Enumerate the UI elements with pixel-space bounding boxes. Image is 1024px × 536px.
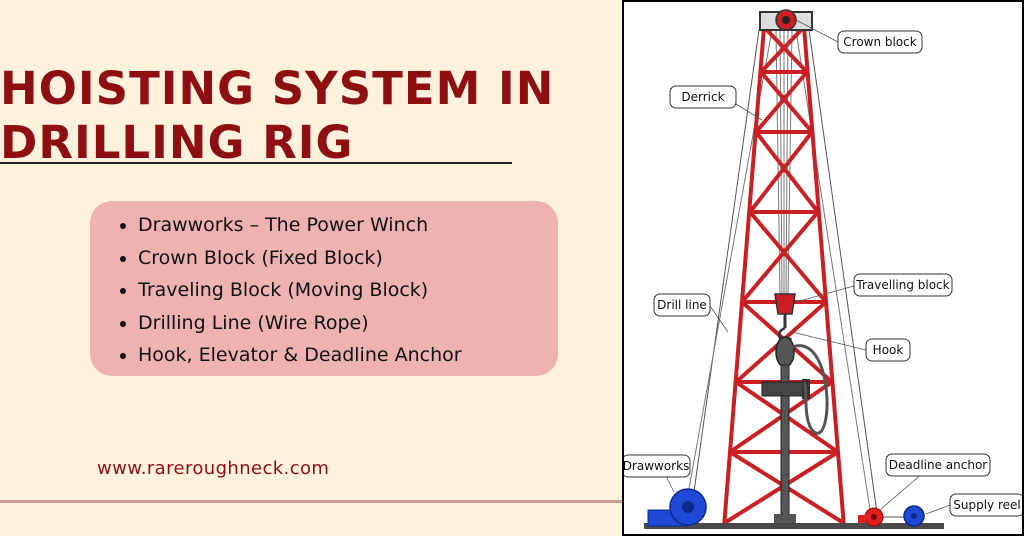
label-travelling-block: Travelling block — [853, 273, 953, 297]
svg-text:Drill line: Drill line — [657, 298, 707, 312]
rig-diagram: Crown block Derrick Travelling block Dri… — [622, 0, 1024, 536]
label-supply-reel: Supply reel — [949, 493, 1022, 517]
components-list-box: Drawworks – The Power Winch Crown Block … — [90, 201, 558, 376]
guy-lines — [688, 29, 880, 528]
svg-text:Travelling block: Travelling block — [855, 278, 949, 292]
svg-text:Derrick: Derrick — [681, 90, 724, 104]
title-underline — [0, 162, 512, 164]
svg-text:Deadline anchor: Deadline anchor — [889, 458, 988, 472]
website-link[interactable]: www.rareroughneck.com — [97, 458, 330, 479]
list-item: Traveling Block (Moving Block) — [138, 274, 558, 307]
label-drawworks: Drawworks — [624, 454, 691, 478]
page-title: HOISTING SYSTEM IN DRILLING RIG — [0, 62, 554, 170]
svg-text:Supply reel: Supply reel — [953, 498, 1020, 512]
list-item: Drawworks – The Power Winch — [138, 209, 558, 242]
rig-floor — [644, 514, 944, 529]
leader-lines — [663, 19, 951, 515]
travelling-block — [774, 293, 796, 328]
label-crown-block: Crown block — [837, 30, 923, 54]
label-drill-line: Drill line — [653, 293, 711, 317]
list-item: Hook, Elevator & Deadline Anchor — [138, 339, 558, 372]
label-deadline-anchor: Deadline anchor — [885, 453, 991, 477]
svg-text:Crown block: Crown block — [843, 35, 917, 49]
list-item: Crown Block (Fixed Block) — [138, 242, 558, 275]
label-derrick: Derrick — [669, 85, 737, 109]
supply-reel — [883, 505, 925, 527]
drawworks — [647, 488, 707, 527]
components-list: Drawworks – The Power Winch Crown Block … — [90, 201, 558, 372]
deadline-anchor — [858, 507, 884, 527]
label-hook: Hook — [865, 338, 911, 362]
drill-string — [761, 336, 829, 526]
crown-block — [759, 9, 813, 31]
list-item: Drilling Line (Wire Rope) — [138, 307, 558, 340]
svg-text:Hook: Hook — [873, 343, 904, 357]
bottom-divider — [0, 500, 622, 503]
title-line-2: DRILLING RIG — [0, 116, 354, 169]
rig-diagram-svg: Crown block Derrick Travelling block Dri… — [624, 9, 1022, 529]
svg-text:Drawworks: Drawworks — [624, 459, 689, 473]
title-line-1: HOISTING SYSTEM IN — [0, 62, 555, 115]
